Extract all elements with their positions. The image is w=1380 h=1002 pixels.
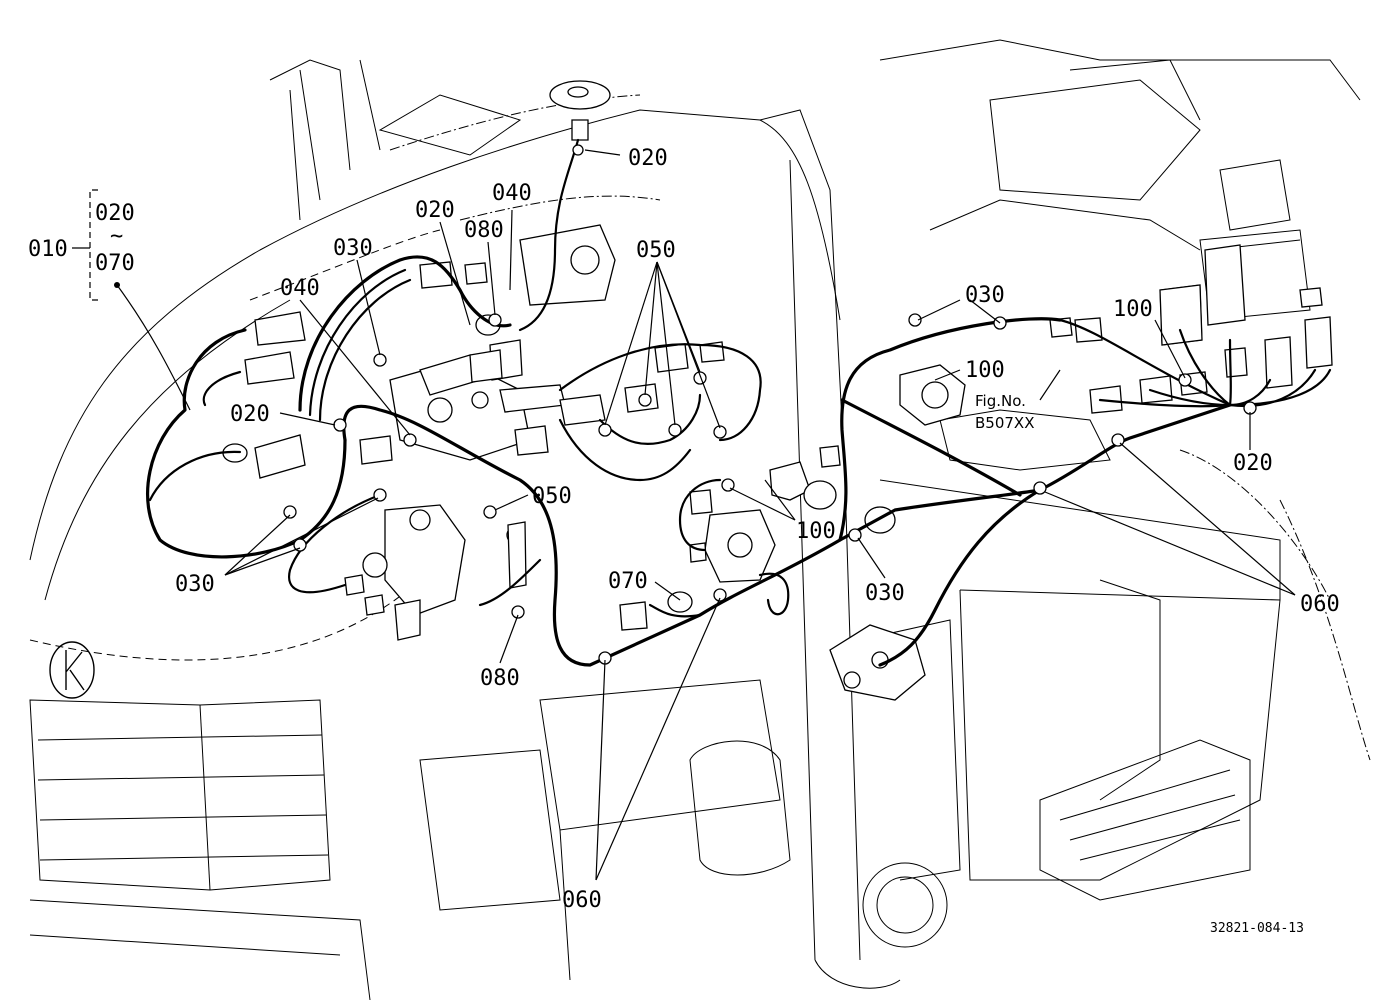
callout-050-top: 050 — [636, 238, 676, 263]
callout-050-mid: 050 — [532, 484, 572, 509]
group-label-010: 010 — [28, 237, 68, 262]
callout-070: 070 — [608, 569, 648, 594]
callout-020-left: 020 — [230, 402, 270, 427]
connector-left-c — [254, 434, 306, 479]
callout-060-right: 060 — [1300, 592, 1340, 617]
relay-block — [1204, 244, 1246, 326]
callout-060-bottom: 060 — [562, 888, 602, 913]
callout-100-right-a: 100 — [965, 358, 1005, 383]
clamps — [283, 144, 1257, 665]
drawing-number: 32821-084-13 — [1210, 921, 1304, 936]
group-range-bottom: 070 — [95, 251, 135, 276]
figure-ref-line2: B507XX — [975, 414, 1034, 432]
callout-030-left: 030 — [175, 572, 215, 597]
group-range-top: 020 — [95, 201, 135, 226]
components — [222, 80, 1333, 701]
tractor-body-outline — [29, 39, 1371, 1001]
callout-labels: 010 020 ~ 070 020 020 040 080 030 040 05… — [28, 146, 1340, 936]
callout-040-top: 040 — [492, 181, 532, 206]
supply-pump — [384, 504, 466, 616]
fuse-box — [1159, 284, 1203, 346]
callout-030-right: 030 — [965, 283, 1005, 308]
callout-100-right-b: 100 — [1113, 297, 1153, 322]
figure-ref-line1: Fig.No. — [975, 392, 1026, 410]
callout-030-top: 030 — [333, 236, 373, 261]
connector-left-b — [244, 351, 295, 385]
callout-020-right: 020 — [1233, 451, 1273, 476]
speed-sensor — [769, 461, 811, 501]
callout-080-bottom: 080 — [480, 666, 520, 691]
brand-logo-icon — [49, 641, 95, 699]
leader-lines — [72, 149, 1296, 881]
callout-040-left: 040 — [280, 276, 320, 301]
throttle-actuator — [519, 224, 616, 306]
callout-100-center: 100 — [796, 519, 836, 544]
connector-left-a — [254, 311, 306, 346]
callout-080-top: 080 — [464, 218, 504, 243]
callout-020-mid: 020 — [415, 198, 455, 223]
callout-020-top: 020 — [628, 146, 668, 171]
group-range-sep: ~ — [110, 224, 123, 249]
callout-030-center: 030 — [865, 581, 905, 606]
